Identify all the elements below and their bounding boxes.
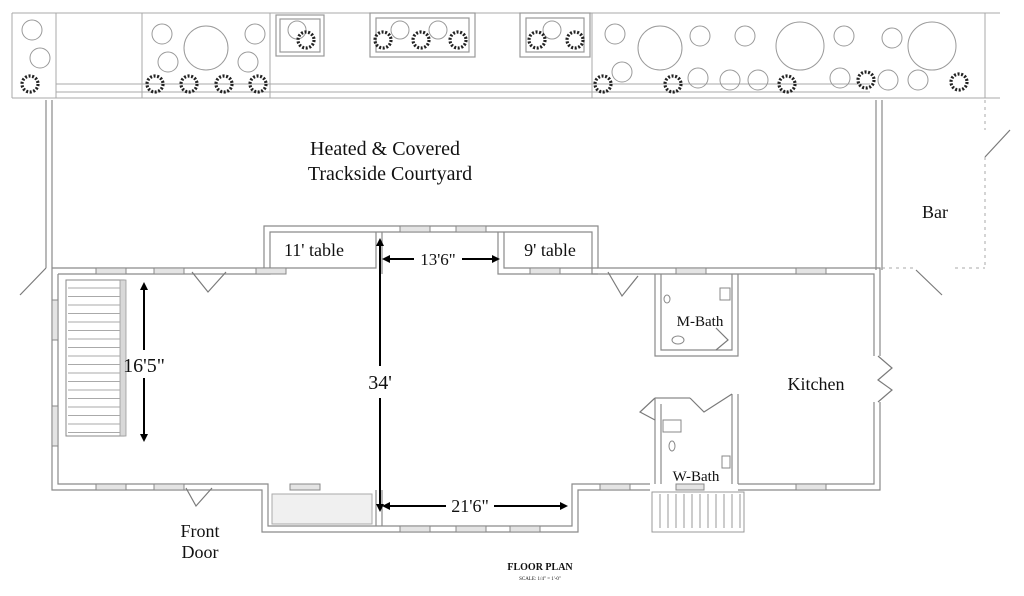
room-labels: Heated & Covered Trackside Courtyard Bar… (123, 138, 948, 582)
window-icon (399, 525, 431, 533)
tree-icon (687, 67, 709, 89)
tree-icon (244, 23, 266, 45)
tree-icon (734, 25, 756, 47)
shrub-icon (856, 70, 876, 90)
w-bath-label: W-Bath (673, 469, 720, 485)
window-group (51, 225, 827, 533)
tree-icon (907, 69, 929, 91)
window-icon (153, 483, 185, 491)
bar-label: Bar (922, 202, 948, 222)
shrub-icon (373, 30, 393, 50)
table-9-label: 9' table (524, 240, 576, 260)
staircase-left (65, 279, 127, 437)
tree-icon (428, 20, 448, 40)
table-11-label: 11' table (284, 240, 344, 260)
plan-scale: SCALE: 1/4" = 1'-0" (519, 577, 561, 582)
tree-icon (21, 19, 43, 41)
tree-icon (907, 21, 957, 71)
courtyard-outline (19, 100, 1011, 296)
shrub-icon (145, 74, 165, 94)
window-icon (289, 483, 321, 491)
window-icon (795, 267, 827, 275)
tree-icon (287, 20, 307, 40)
staircase-right (659, 494, 741, 528)
shrub-icon (448, 30, 468, 50)
window-icon (51, 405, 59, 447)
window-icon (795, 483, 827, 491)
window-icon (95, 267, 127, 275)
window-icon (95, 483, 127, 491)
door-swings (185, 271, 893, 508)
shrub-icon (593, 74, 613, 94)
dim-label-depth: 34' (368, 372, 392, 394)
tree-icon (881, 27, 903, 49)
tree-icon (390, 20, 410, 40)
shrub-icon (20, 74, 40, 94)
window-icon (509, 525, 541, 533)
window-icon (675, 267, 707, 275)
tree-icon (611, 61, 633, 83)
tree-icon (637, 25, 683, 71)
shrub-icon (248, 74, 268, 94)
shrub-icon (179, 74, 199, 94)
courtyard-label-line1: Heated & Covered (310, 138, 460, 160)
shrub-icon (565, 30, 585, 50)
window-icon (255, 267, 287, 275)
shrub-icon (663, 74, 683, 94)
shrub-icon (296, 30, 316, 50)
tree-icon (604, 23, 626, 45)
dim-label-stair: 16'5" (123, 355, 165, 377)
dim-label-bottom-width: 21'6" (451, 496, 489, 516)
window-icon (455, 225, 487, 233)
tree-icon (747, 69, 769, 91)
m-bath-label: M-Bath (677, 314, 724, 330)
window-icon (675, 483, 705, 491)
tree-icon (829, 67, 851, 89)
tree-icon (719, 69, 741, 91)
dimension-lines (140, 238, 568, 512)
tree-icon (237, 51, 259, 73)
tree-icon (29, 47, 51, 69)
window-icon (529, 267, 561, 275)
shrub-icon (949, 72, 969, 92)
tree-icon (157, 51, 179, 73)
dim-label-top-width: 13'6" (420, 250, 456, 269)
shrub-icon (411, 30, 431, 50)
tree-icon (689, 25, 711, 47)
tree-icon (775, 21, 825, 71)
bath-fixtures (662, 287, 731, 469)
tree-icon (542, 20, 562, 40)
shrub-group (20, 30, 969, 94)
tree-icon (183, 25, 229, 71)
tree-icon (833, 25, 855, 47)
window-icon (153, 267, 185, 275)
window-icon (455, 525, 487, 533)
landscape-strip (11, 12, 1000, 99)
window-icon (599, 483, 631, 491)
shrub-icon (777, 74, 797, 94)
kitchen-label: Kitchen (788, 374, 845, 394)
plan-title: FLOOR PLAN (507, 562, 573, 573)
window-icon (399, 225, 431, 233)
courtyard-label-line2: Trackside Courtyard (308, 163, 472, 185)
tree-icon (151, 23, 173, 45)
front-door-label-line1: Front (180, 521, 219, 541)
tree-group (21, 19, 957, 91)
shrub-icon (214, 74, 234, 94)
front-door-label-line2: Door (182, 542, 219, 562)
tree-icon (877, 69, 899, 91)
window-icon (51, 299, 59, 341)
shrub-icon (527, 30, 547, 50)
